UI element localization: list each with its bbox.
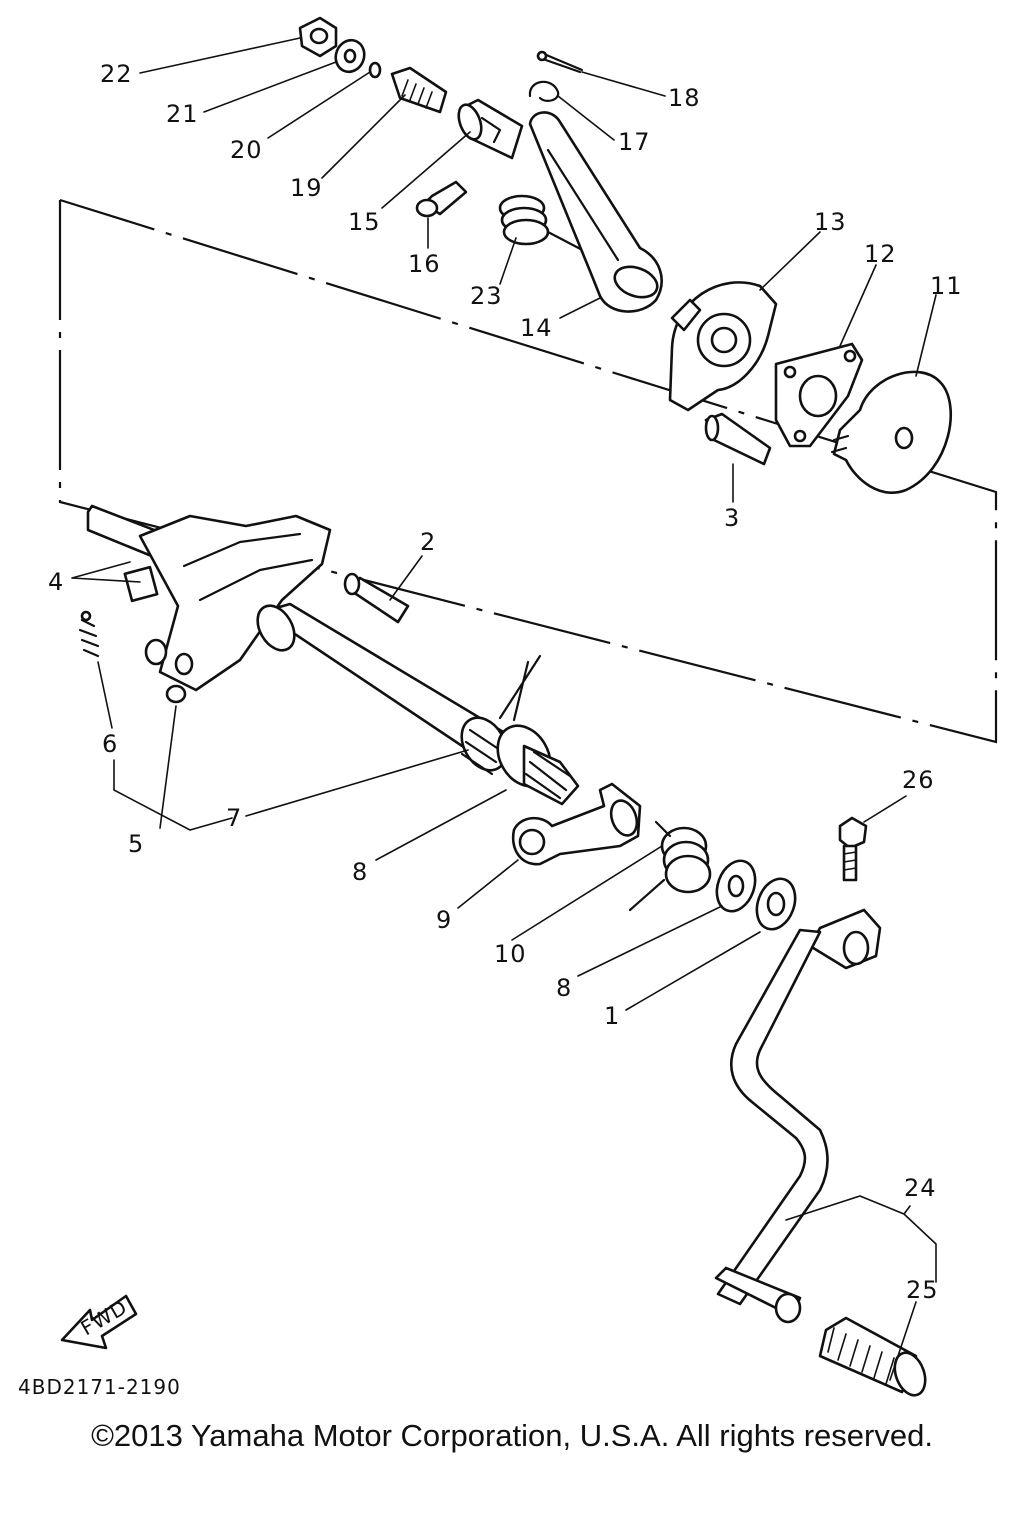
part-14-shift-arm [528, 111, 663, 313]
part-19-bolt [390, 66, 448, 114]
leader-lines [71, 37, 937, 1381]
part-16-pin [415, 180, 468, 218]
copyright-notice: ©2013 Yamaha Motor Corporation, U.S.A. A… [91, 1418, 933, 1453]
callout-3: 3 [724, 504, 740, 532]
callout-15: 15 [348, 208, 381, 236]
part-10-spring [628, 820, 712, 912]
callout-17: 17 [618, 128, 651, 156]
part-3-bolt [704, 412, 772, 466]
fwd-arrow-icon: FWD [60, 1294, 138, 1350]
part-17-clip [528, 80, 560, 102]
callout-8-upper: 8 [352, 858, 368, 886]
callout-12: 12 [864, 240, 897, 268]
callout-21: 21 [166, 100, 199, 128]
callout-4: 4 [48, 568, 64, 596]
callout-6: 6 [102, 730, 118, 758]
callout-26: 26 [902, 766, 935, 794]
part-7-shift-shaft [256, 602, 580, 806]
part-15-joint [457, 98, 524, 160]
part-2-pin [343, 572, 410, 624]
part-24-shift-pedal [714, 908, 882, 1324]
part-1-oil-seal [755, 877, 797, 931]
part-23-spring [498, 194, 592, 256]
part-18-cotter-pin [536, 50, 584, 74]
callout-8-lower: 8 [556, 974, 572, 1002]
part-5-roller [165, 684, 187, 704]
part-4-shift-shaft-assembly [86, 504, 332, 692]
part-20-o-ring [368, 61, 382, 79]
part-6-spring [78, 610, 100, 658]
part-8-washer [715, 859, 757, 913]
callout-1: 1 [604, 1002, 620, 1030]
callout-11: 11 [930, 272, 963, 300]
part-21-washer [334, 38, 366, 74]
callout-9: 9 [436, 906, 452, 934]
callout-13: 13 [814, 208, 847, 236]
callout-25: 25 [906, 1276, 939, 1304]
callout-5: 5 [128, 830, 144, 858]
callout-14: 14 [520, 314, 553, 342]
part-13-stopper-plate [668, 281, 778, 412]
part-11-segment [830, 370, 953, 494]
callout-10: 10 [494, 940, 527, 968]
callout-18: 18 [668, 84, 701, 112]
part-9-lever [511, 782, 642, 866]
callout-labels: 22 21 20 19 15 16 23 14 18 17 13 12 11 3… [48, 60, 963, 1304]
callout-22: 22 [100, 60, 133, 88]
callout-20: 20 [230, 136, 263, 164]
part-12-plate [774, 342, 864, 448]
callout-2: 2 [420, 528, 436, 556]
callout-23: 23 [470, 282, 503, 310]
callout-19: 19 [290, 174, 323, 202]
diagram-code: 4BD2171-2190 [18, 1375, 181, 1399]
callout-16: 16 [408, 250, 441, 278]
callout-24: 24 [904, 1174, 937, 1202]
part-25-pedal-rubber [818, 1316, 927, 1397]
part-22-nut [298, 16, 338, 58]
part-26-bolt [838, 816, 868, 882]
callout-7: 7 [226, 804, 242, 832]
